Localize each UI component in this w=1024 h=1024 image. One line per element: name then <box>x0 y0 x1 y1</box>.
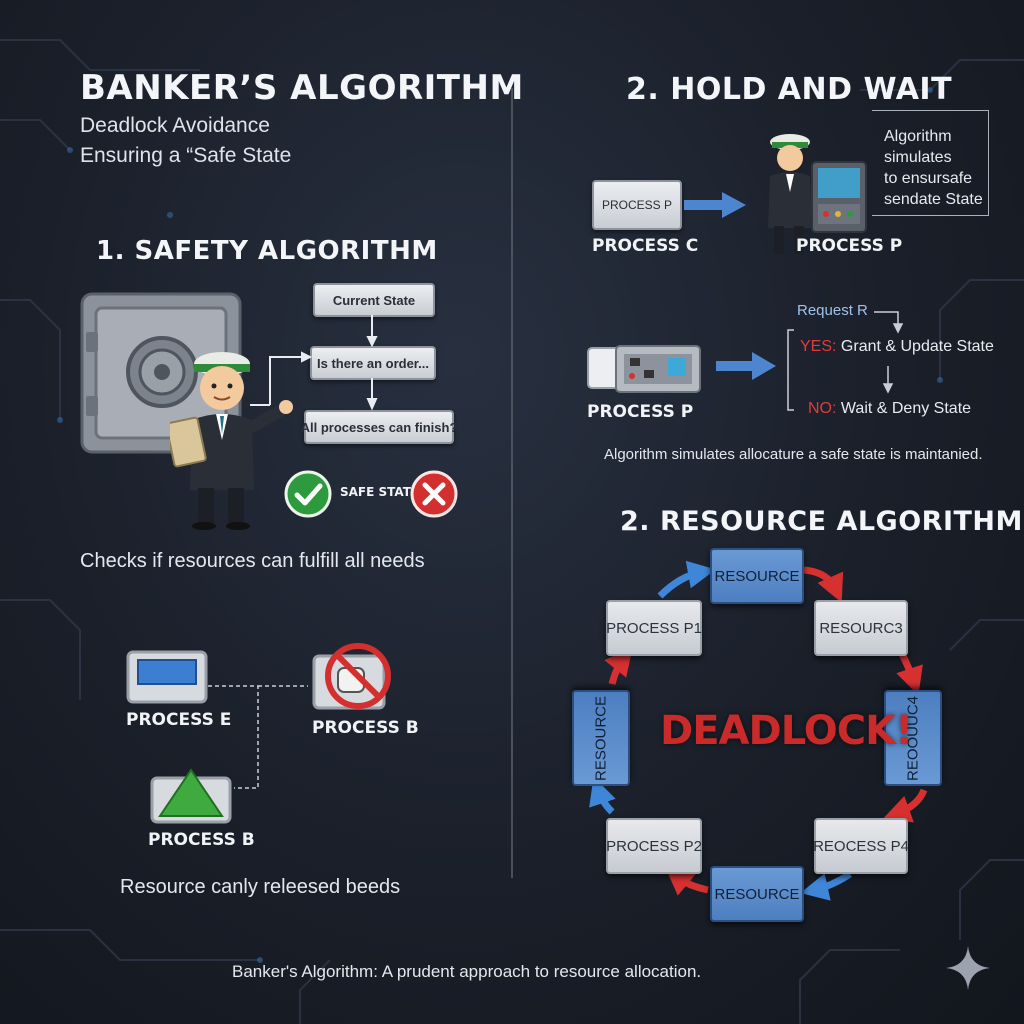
process-device-icon <box>587 345 701 393</box>
node-resource-3: RESOURC3 <box>814 600 908 656</box>
safety-heading: 1. SAFETY ALGORITHM <box>96 236 438 266</box>
process-e-label: PROCESS E <box>126 710 232 730</box>
subtitle-safe-state: Ensuring a “Safe State <box>80 144 292 167</box>
no-line: NO: Wait & Deny State <box>808 400 971 418</box>
node-process-p4: REOCESS P4 <box>813 818 909 874</box>
safety-caption: Checks if resources can fulfill all need… <box>80 550 425 572</box>
flow-current-state: Current State <box>313 283 435 317</box>
safe-icon <box>80 292 242 454</box>
deadlock-label: DEADLOCK! <box>660 708 913 754</box>
check-icon <box>284 470 332 518</box>
process-p-box: PROCESS P <box>592 180 682 230</box>
arrow-to-decision <box>716 352 776 380</box>
sparkle-icon <box>946 946 990 990</box>
node-process-p2: PROCESS P2 <box>606 818 702 874</box>
process-links <box>208 685 308 789</box>
process-caption: Resource canly releesed beeds <box>120 876 401 898</box>
flow-order-question: Is there an order... <box>310 346 436 380</box>
flow-arrows <box>250 315 378 411</box>
process-b-bottom-label: PROCESS B <box>148 830 255 850</box>
main-title: BANKER’S ALGORITHM <box>80 68 524 108</box>
yes-line: YES: Grant & Update State <box>800 338 994 356</box>
node-resource-bottom: RESOURCE <box>710 866 804 922</box>
arrow-to-banker <box>684 192 746 218</box>
flow-all-finish-question: All processes can finish? <box>301 410 457 444</box>
cycle-arrows <box>589 560 928 901</box>
resource-heading: 2. RESOURCE ALGORITHM <box>620 506 1023 537</box>
hold-wait-caption: Algorithm simulates allocature a safe st… <box>604 446 983 463</box>
banker-terminal-icon <box>768 134 867 254</box>
algorithm-note-text: Algorithm simulates to ensursafe sendate… <box>884 128 983 208</box>
process-e-icon <box>126 650 208 704</box>
no-key: NO: <box>808 400 837 417</box>
no-hand-icon <box>312 643 391 710</box>
decision-brackets <box>787 311 904 411</box>
process-p-label-2: PROCESS P <box>587 402 694 422</box>
algorithm-note <box>872 110 989 216</box>
banker-icon <box>170 352 293 530</box>
subtitle-deadlock-avoidance: Deadlock Avoidance <box>80 114 270 137</box>
safe-state-label: SAFE STATE <box>340 485 420 499</box>
yes-text: Grant & Update State <box>840 338 994 355</box>
process-b-top-label: PROCESS B <box>312 718 419 738</box>
hold-wait-heading: 2. HOLD AND WAIT <box>626 72 953 107</box>
footer-caption: Banker's Algorithm: A prudent approach t… <box>232 962 702 981</box>
node-process-p1: PROCESS P1 <box>606 600 702 656</box>
process-p-label-1: PROCESS P <box>796 236 903 256</box>
node-resource-top: RESOURCE <box>710 548 804 604</box>
cross-icon <box>410 470 458 518</box>
no-text: Wait & Deny State <box>840 400 972 417</box>
process-c-label: PROCESS C <box>592 236 699 256</box>
request-label: Request R <box>797 302 868 319</box>
yes-key: YES: <box>800 338 837 355</box>
triangle-icon <box>150 768 232 824</box>
node-resource-left: RESOURCE <box>572 690 630 786</box>
